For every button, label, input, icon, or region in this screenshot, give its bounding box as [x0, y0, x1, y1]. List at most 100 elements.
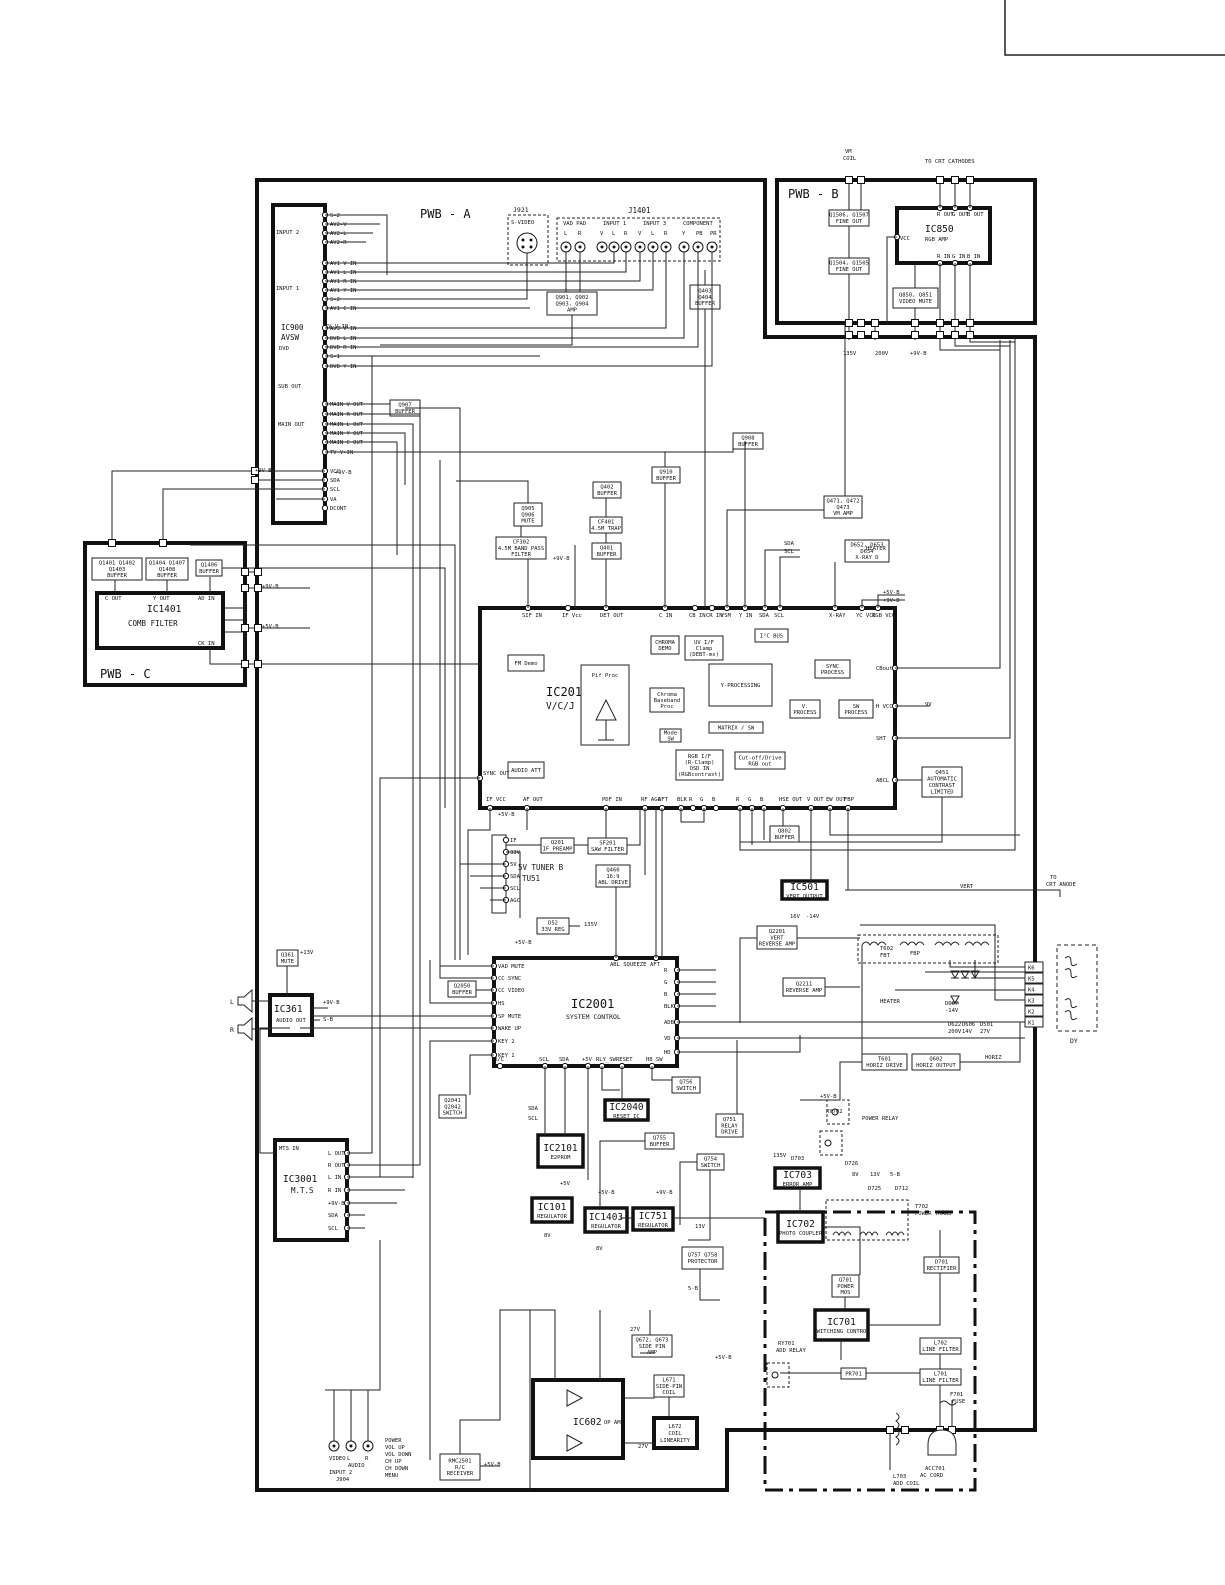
ic201-v-process: V.PROCESS [789, 699, 821, 719]
svg-text:DY: DY [1070, 1037, 1078, 1045]
wire [380, 315, 573, 346]
net-label: -14V [806, 914, 820, 920]
block-label: Mode [664, 731, 677, 737]
ic900-pin-label: AV1 C IN [330, 306, 357, 312]
svg-text:IC3001: IC3001 [283, 1174, 318, 1185]
winding [934, 941, 960, 946]
block-label: BUFFER [597, 491, 618, 497]
ic900-pin-label: AV3 V IN [330, 326, 357, 332]
block-label: Q1406 [201, 563, 218, 569]
net-label: -14V [945, 1008, 959, 1014]
ic900-pin-label: MAIN L OUT [330, 422, 364, 428]
net-label: CH DOWN [385, 1466, 408, 1472]
net-label: +5V-B [484, 1462, 501, 1468]
svg-text:AUDIO OUT: AUDIO OUT [276, 1018, 306, 1024]
ic2001-pin-label: VAD MUTE [498, 964, 525, 970]
connector-pin [108, 539, 116, 547]
ic2001-pin-label: RESET [616, 1057, 633, 1063]
net-label: 200V [875, 351, 889, 357]
tuner-pin-label: 33V [510, 850, 521, 856]
block-label: Q602 [929, 1057, 942, 1063]
block-label: L672 [668, 1424, 681, 1430]
block-label: PROCESS [821, 670, 844, 676]
net-label: D712 [895, 1186, 908, 1192]
block-label: BUFFER [738, 442, 759, 448]
ic2001-pin-label: KEY 2 [498, 1039, 515, 1045]
jack-center [638, 245, 642, 249]
wire [868, 1273, 941, 1326]
net-label: VIDEO [329, 1456, 346, 1462]
connector-pin [845, 319, 853, 327]
block-label: VM AMP [833, 511, 854, 517]
block-label: BUFFER [395, 409, 416, 415]
ic201-pin-label: SCL [774, 613, 785, 619]
connector-pin [254, 624, 262, 632]
net-label: AUDIO [348, 1463, 365, 1469]
tuner-pin-label: IF [510, 838, 517, 844]
ic900-pin-label: DCONT [330, 506, 347, 512]
net-label: CRT ANODE [1046, 882, 1076, 888]
wire [222, 567, 446, 808]
svg-text:TU51: TU51 [522, 874, 540, 883]
wire [469, 1054, 494, 1095]
block-label: Q910 [659, 470, 672, 476]
ic2001-pin-label: AFT [650, 962, 661, 968]
ic900-pin-label: S-2 [330, 297, 340, 303]
net-label: INPUT 2 [329, 1470, 352, 1476]
net-label: T702 [915, 1204, 928, 1210]
block-label: MUTE [281, 959, 294, 965]
net-label: D622 [948, 1022, 961, 1028]
ic-function: ERROR AMP [783, 1182, 813, 1188]
t702-outline [825, 1199, 909, 1241]
pwb-b-label: PWB - B [788, 187, 839, 201]
svg-text:INPUT 3: INPUT 3 [643, 221, 666, 227]
connector-pin [251, 476, 259, 484]
ic201-pin-label: IF Vcc [562, 613, 582, 619]
svg-text:CK IN: CK IN [198, 641, 215, 647]
ic201-pin-label: R [736, 797, 740, 803]
connector-pin [936, 331, 944, 339]
net-label: +9V-B [553, 556, 570, 562]
wire [259, 1027, 290, 1154]
wire [506, 851, 521, 918]
wire [969, 323, 1015, 343]
connector-pin [936, 319, 944, 327]
block-label: COIL [662, 1390, 676, 1396]
wire [895, 340, 1001, 669]
ic900-pin-label: AV1 V IN [330, 261, 357, 267]
ic900-pin-label: SDA [330, 478, 341, 484]
j1401-pin-label: V [638, 231, 642, 237]
ic900-pin-label: AV2-V [330, 222, 347, 228]
block-label: I²C BUS [760, 633, 783, 640]
svg-text:Y OUT: Y OUT [153, 596, 170, 602]
ic850: IC850 RGB AMP [895, 206, 992, 265]
net-label: SDA [784, 541, 795, 547]
ic2001-pin-label: H8 SW [646, 1057, 663, 1063]
ic-function: REGULATOR [537, 1214, 567, 1220]
ic2001-pin-label: CC SYNC [498, 976, 521, 982]
wire [764, 549, 800, 608]
net-label: TV_V-IN [325, 324, 348, 330]
block-label: L671 [662, 1377, 675, 1383]
wire [429, 1040, 494, 1460]
relay-icon [766, 1362, 790, 1388]
net-label: 8V [544, 1233, 551, 1239]
ic-function: RESET IC [613, 1114, 640, 1120]
ic-function: REGULATOR [591, 1224, 621, 1230]
fuse-icon [939, 1400, 957, 1406]
wire [325, 253, 528, 300]
ic900-pin-label: SCL [330, 487, 341, 493]
svg-text:COMPONENT: COMPONENT [683, 221, 713, 227]
block-label: Proc [660, 704, 673, 710]
